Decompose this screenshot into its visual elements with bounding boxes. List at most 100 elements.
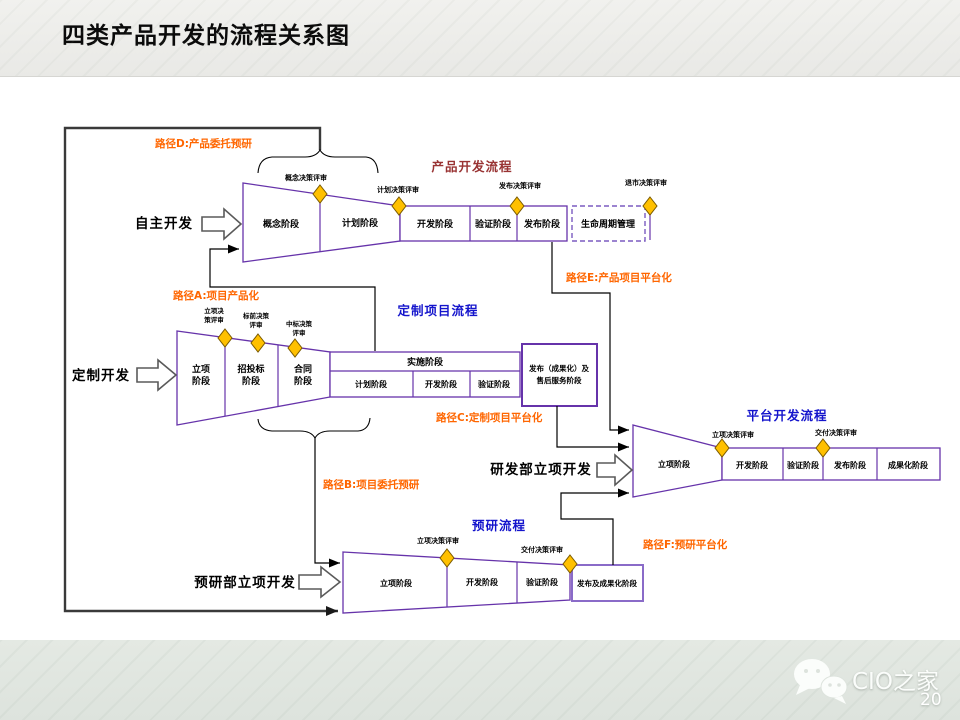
block-arrow-icon — [136, 358, 178, 392]
page-number: 20 — [920, 690, 942, 710]
decision-diamond — [815, 438, 831, 458]
phase-label: 合同 — [294, 363, 312, 375]
phase-label: 开发阶段 — [425, 379, 457, 389]
path-a-line — [209, 244, 376, 351]
review-label: 立项决策评审 — [712, 430, 754, 439]
phase-label: 计划阶段 — [342, 217, 379, 229]
wechat-icon — [794, 659, 848, 704]
bubble-eye — [804, 669, 808, 673]
phase-label: 立项阶段 — [380, 578, 412, 588]
chat-bubble-tail — [834, 696, 846, 704]
path-f-label: 路径F:预研平台化 — [643, 538, 728, 551]
platform-phase-band — [721, 447, 941, 481]
release-label: 发布及成果化阶段 — [576, 578, 637, 588]
decision-diamond — [509, 196, 525, 216]
input-label: 预研部立项开发 — [194, 574, 296, 591]
phase-label: 阶段 — [294, 375, 313, 387]
phase-label: 开发阶段 — [466, 577, 498, 587]
platform-flow-title: 平台开发流程 — [746, 408, 827, 423]
block-arrow-icon — [298, 565, 342, 599]
preresearch-flow: 立项阶段 开发阶段 验证阶段 发布及成果化阶段 立项决策评审 交付决策评审 预研… — [194, 518, 644, 614]
preresearch-release-box — [571, 564, 644, 602]
review-label: 发布决策评审 — [498, 181, 541, 190]
review-label: 标前决策 — [242, 311, 270, 320]
input-label: 定制开发 — [72, 367, 130, 384]
platform-flow: 立项阶段 开发阶段 验证阶段 发布阶段 成果化阶段 立项决策评审 交付决策评审 … — [490, 408, 941, 498]
review-label: 交付决策评审 — [815, 428, 857, 437]
custom-flow-title: 定制项目流程 — [396, 303, 478, 318]
review-label: 退市决策评审 — [625, 178, 667, 187]
preresearch-funnel — [342, 551, 571, 614]
watermark-text: CIO之家 — [852, 669, 939, 695]
phase-label: 发布阶段 — [523, 218, 561, 230]
lifecycle-box — [571, 205, 646, 242]
phase-label: 立项阶段 — [658, 459, 690, 469]
connectors — [63, 126, 629, 616]
path-f-line — [560, 488, 629, 565]
decision-diamond — [391, 196, 407, 216]
review-label: 立项决策评审 — [417, 536, 459, 545]
phase-label: 概念阶段 — [263, 218, 300, 230]
decision-diamond — [250, 333, 266, 353]
path-e-label: 路径E:产品项目平台化 — [566, 271, 672, 284]
review-label: 策评审 — [203, 315, 224, 324]
brace-icon — [257, 148, 379, 174]
path-d-label: 路径D:产品委托预研 — [155, 137, 252, 150]
phase-label: 阶段 — [242, 375, 261, 387]
preresearch-flow-title: 预研流程 — [472, 518, 526, 533]
brace-icon — [257, 417, 371, 440]
phase-label: 计划阶段 — [355, 379, 387, 389]
chat-bubble-large — [794, 659, 830, 689]
path-c-label: 路径C:定制项目平台化 — [436, 411, 543, 424]
input-label: 自主开发 — [135, 215, 193, 232]
bubble-eye — [816, 669, 820, 673]
chat-bubble-small — [820, 675, 848, 699]
slide-header: 四类产品开发的流程关系图 — [0, 0, 960, 77]
review-label: 立项决 — [204, 306, 224, 315]
path-a-label: 路径A:项目产品化 — [173, 289, 260, 302]
phase-label: 验证阶段 — [475, 218, 512, 230]
path-e-line — [551, 242, 629, 435]
decision-diamond — [217, 328, 233, 348]
custom-phase-band — [329, 351, 521, 398]
phase-label: 验证阶段 — [478, 379, 510, 389]
decision-diamond — [642, 196, 658, 216]
block-arrow-icon — [201, 207, 243, 241]
bubble-eye — [828, 683, 832, 687]
phase-label: 开发阶段 — [417, 218, 454, 230]
input-label: 研发部立项开发 — [490, 461, 592, 478]
phase-label: 验证阶段 — [787, 460, 819, 470]
phase-label: 阶段 — [192, 375, 211, 387]
path-labels: 路径D:产品委托预研 路径A:项目产品化 路径B:项目委托预研 路径C:定制项目… — [155, 137, 728, 551]
review-label: 中标决策 — [286, 319, 313, 328]
decision-diamond — [714, 438, 730, 458]
custom-flow: 立项 阶段 招投标 阶段 合同 阶段 实施阶段 计划阶段 开发阶段 验证阶段 发… — [72, 303, 598, 426]
review-label: 评审 — [293, 328, 307, 337]
product-phase-band — [399, 205, 568, 242]
path-d-line — [63, 126, 338, 616]
review-label: 计划决策评审 — [377, 185, 419, 194]
phase-label: 验证阶段 — [526, 577, 558, 587]
product-flow: 概念阶段 计划阶段 开发阶段 验证阶段 发布阶段 生命周期管理 概念决策评审 计… — [135, 159, 667, 263]
release-label: 发布（成果化）及 — [528, 363, 589, 373]
block-arrow-icon — [596, 453, 634, 487]
phase-label: 发布阶段 — [833, 460, 866, 470]
review-label: 概念决策评审 — [285, 173, 327, 182]
product-flow-title: 产品开发流程 — [431, 159, 512, 174]
custom-release-box — [521, 343, 598, 407]
review-label: 交付决策评审 — [521, 545, 563, 554]
bubble-eye — [837, 683, 841, 687]
decision-diamond — [312, 184, 328, 204]
phase-label: 招投标 — [237, 363, 264, 375]
phase-label: 实施阶段 — [407, 356, 444, 368]
phase-label: 立项 — [192, 363, 210, 375]
path-b-line — [314, 438, 340, 568]
decision-diamond — [562, 554, 578, 574]
lifecycle-label: 生命周期管理 — [581, 218, 635, 230]
phase-label: 成果化阶段 — [888, 460, 928, 470]
review-label: 评审 — [250, 320, 264, 329]
decision-diamond — [287, 338, 303, 358]
release-label: 售后服务阶段 — [537, 375, 582, 385]
